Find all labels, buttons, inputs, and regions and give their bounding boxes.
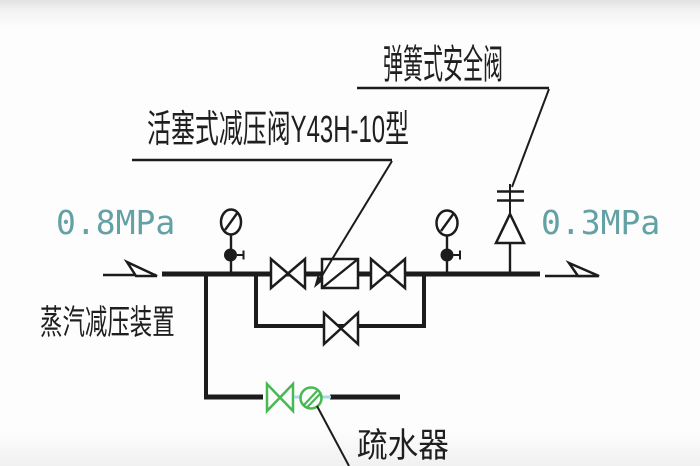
safety-valve-spring-icon <box>497 190 524 202</box>
piston-pressure-reducing-valve <box>320 257 360 290</box>
reducing-valve-label: 活塞式减压阀Y43H-10型 <box>147 109 410 151</box>
gauge-needle-icon <box>440 212 455 232</box>
outlet-flow-arrow <box>545 260 600 278</box>
gauge-cock-handle-icon <box>237 250 245 260</box>
valve-left-wedge-icon <box>369 256 390 291</box>
gauge-cock-right-icon <box>440 248 454 262</box>
drain-gate-valve <box>265 380 295 415</box>
inlet-flow-arrow <box>103 259 158 278</box>
safety-valve-label: 弹簧式安全阀 <box>383 43 503 87</box>
callouts <box>132 86 550 466</box>
bypass-gate-valve <box>322 310 360 347</box>
outlet-arrowhead-icon <box>565 260 600 278</box>
steam-trap <box>294 386 331 410</box>
gauge-cock-left-icon <box>224 248 237 262</box>
gauge-cock-handle-icon <box>453 250 461 260</box>
leader-line-safety-valve <box>511 88 550 188</box>
device-title: 蒸汽减压装置 <box>40 304 175 342</box>
valve-left-wedge-icon <box>269 256 290 291</box>
outlet-pressure-gauge <box>435 209 461 274</box>
gauge-needle-icon <box>224 211 239 231</box>
steam-trap-body-icon <box>299 386 323 410</box>
spring-safety-valve <box>494 184 526 274</box>
reducing-valve-diagonal-icon <box>321 258 359 289</box>
steam-trap-label: 疏水器 <box>357 427 449 465</box>
valve-left-wedge-icon <box>322 310 343 347</box>
inlet-arrowhead-icon <box>123 259 158 278</box>
valve-right-wedge-icon <box>278 380 295 415</box>
gate-valve-downstream <box>369 256 407 291</box>
inlet-pressure-value: 0.8MPa <box>56 203 176 242</box>
inlet-pressure-gauge <box>219 208 245 274</box>
valve-left-wedge-icon <box>265 380 282 415</box>
outlet-pressure-value: 0.3MPa <box>541 203 661 242</box>
valve-right-wedge-icon <box>339 310 360 347</box>
safety-valve-cone-icon <box>494 211 526 245</box>
gate-valve-upstream <box>269 256 307 291</box>
steam-trap-hatch-icon <box>303 390 321 409</box>
leader-line-reducing-valve <box>316 160 393 285</box>
valve-right-wedge-icon <box>286 256 307 291</box>
valve-right-wedge-icon <box>386 256 407 291</box>
leader-line-steam-trap <box>316 405 350 466</box>
leader-arrowhead-icon <box>314 275 324 288</box>
